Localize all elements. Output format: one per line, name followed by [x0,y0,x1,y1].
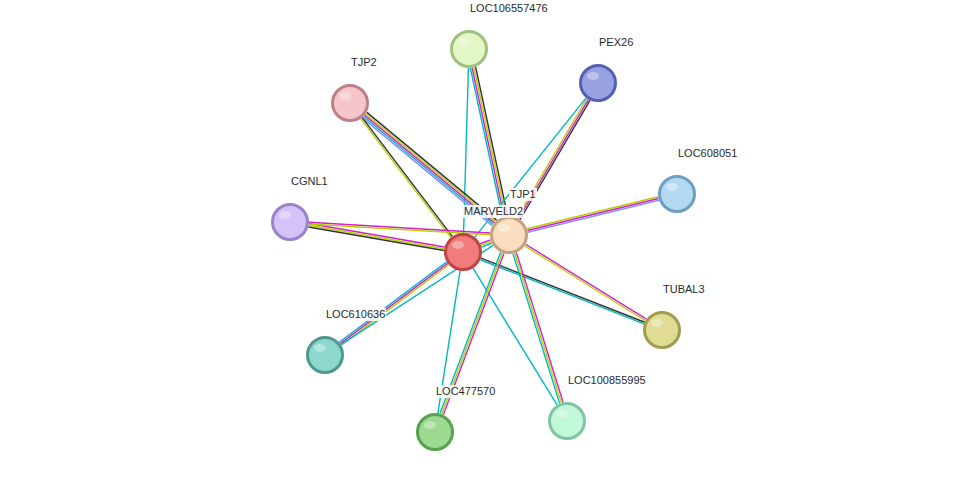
node-circle [444,233,482,271]
node-label: TJP2 [350,56,378,69]
interaction-edge [527,197,659,232]
protein-node: MARVELD2 [444,233,482,271]
interaction-edge [480,258,644,324]
protein-node: TUBAL3 [643,311,681,349]
node-label: LOC610636 [325,308,386,321]
evidence-line [480,260,644,324]
protein-node: LOC477570 [416,413,454,451]
node-label: LOC100855995 [567,374,647,387]
node-label: MARVELD2 [463,205,524,218]
protein-node: TJP1 [490,216,528,254]
interaction-edge [361,118,452,238]
interaction-edge [517,98,590,219]
evidence-line [309,223,445,247]
node-label: LOC477570 [435,385,496,398]
evidence-line [340,263,448,343]
node-circle [416,413,454,451]
node-circle [450,30,488,68]
evidence-line [339,262,447,342]
protein-node: LOC608051 [658,175,696,213]
evidence-line [367,112,497,220]
protein-node: LOC100855995 [548,402,586,440]
node-circle [579,64,617,102]
evidence-line [309,222,490,233]
evidence-line [362,118,452,237]
evidence-line [476,67,508,216]
evidence-line [470,68,502,217]
interaction-edge [513,253,563,404]
protein-node: PEX26 [579,64,617,102]
node-label: TJP1 [509,188,537,201]
evidence-line [527,199,658,231]
protein-node: LOC106557476 [450,30,488,68]
node-label: TUBAL3 [662,283,706,296]
interaction-edge [339,262,449,345]
evidence-line [474,67,506,216]
node-circle [490,216,528,254]
evidence-line [472,68,504,217]
evidence-line [520,100,590,219]
evidence-line [525,246,646,321]
node-label: CGNL1 [290,175,329,188]
node-label: LOC608051 [677,147,738,160]
evidence-line [515,253,562,403]
evidence-line [526,244,647,319]
protein-node: LOC610636 [306,336,344,374]
node-circle [658,175,696,213]
node-label: PEX26 [598,36,634,49]
evidence-line [516,253,563,403]
node-label: LOC106557476 [469,2,549,15]
evidence-line [527,197,658,229]
evidence-line [513,254,560,404]
node-circle [271,203,309,241]
protein-node: TJP2 [331,84,369,122]
evidence-line [528,200,659,232]
protein-node: CGNL1 [271,203,309,241]
evidence-line [481,258,645,322]
node-circle [306,336,344,374]
interaction-edge [470,67,507,217]
interaction-edge [480,240,492,247]
node-circle [331,84,369,122]
evidence-line [361,119,451,238]
node-circle [643,311,681,349]
interaction-edge [309,222,490,235]
node-circle [548,402,586,440]
